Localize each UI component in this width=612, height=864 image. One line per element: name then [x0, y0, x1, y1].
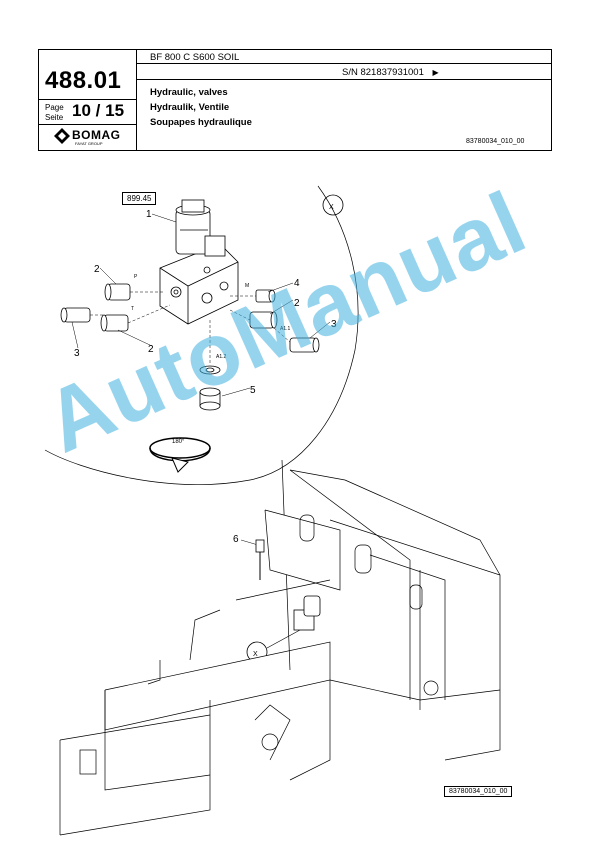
divider — [136, 79, 551, 80]
page-number: 488.01 — [45, 67, 122, 94]
model-name: BF 800 C S600 SOIL — [150, 52, 240, 63]
divider — [39, 99, 136, 100]
port-label: P — [134, 274, 138, 280]
serial-text: S/N 821837931001 — [342, 67, 424, 78]
callout-2: 2 — [294, 298, 300, 309]
title-de: Hydraulik, Ventile — [150, 102, 230, 113]
divider — [136, 63, 551, 64]
arrow-right-icon: ▶ — [432, 68, 439, 77]
serial-number: S/N 821837931001 ▶ — [342, 67, 439, 78]
bomag-diamond-icon — [54, 128, 70, 144]
page-indicator: 10 / 15 — [72, 101, 124, 121]
title-block: 488.01 Page Seite 10 / 15 BOMAG FAYAT GR… — [38, 49, 552, 151]
brand-name: BOMAG — [72, 128, 121, 142]
port-label: A1.2 — [216, 354, 227, 360]
divider — [136, 50, 137, 151]
port-label: A1.1 — [280, 326, 291, 332]
detail-label: X — [329, 204, 334, 211]
callout-2: 2 — [94, 264, 100, 275]
page-label-de: Seite — [45, 113, 64, 122]
divider — [39, 124, 136, 125]
title-en: Hydraulic, valves — [150, 87, 228, 98]
callout-4: 4 — [294, 278, 300, 289]
page-total: 15 — [105, 101, 125, 120]
port-label: M — [245, 283, 249, 289]
detail-label: X — [253, 651, 258, 658]
callout-1: 1 — [146, 209, 152, 220]
callout-3: 3 — [74, 348, 80, 359]
reference-box: 899.45 — [122, 192, 157, 205]
callout-6: 6 — [233, 534, 239, 545]
page-label: Page — [45, 103, 64, 112]
callout-3: 3 — [331, 319, 337, 330]
port-label: T — [131, 306, 134, 312]
title-fr: Soupapes hydraulique — [150, 117, 252, 128]
brand-logo — [54, 128, 70, 149]
footer-drawing-number: 83780034_010_00 — [444, 786, 513, 797]
page-separator: / — [95, 101, 101, 120]
page-current: 10 — [72, 101, 91, 120]
rotation-label: 180° — [172, 439, 185, 445]
callout-2: 2 — [148, 344, 154, 355]
drawing-number: 83780034_010_00 — [466, 138, 525, 145]
callout-5: 5 — [250, 385, 256, 396]
brand-subtitle: FAYAT GROUP — [75, 141, 103, 146]
